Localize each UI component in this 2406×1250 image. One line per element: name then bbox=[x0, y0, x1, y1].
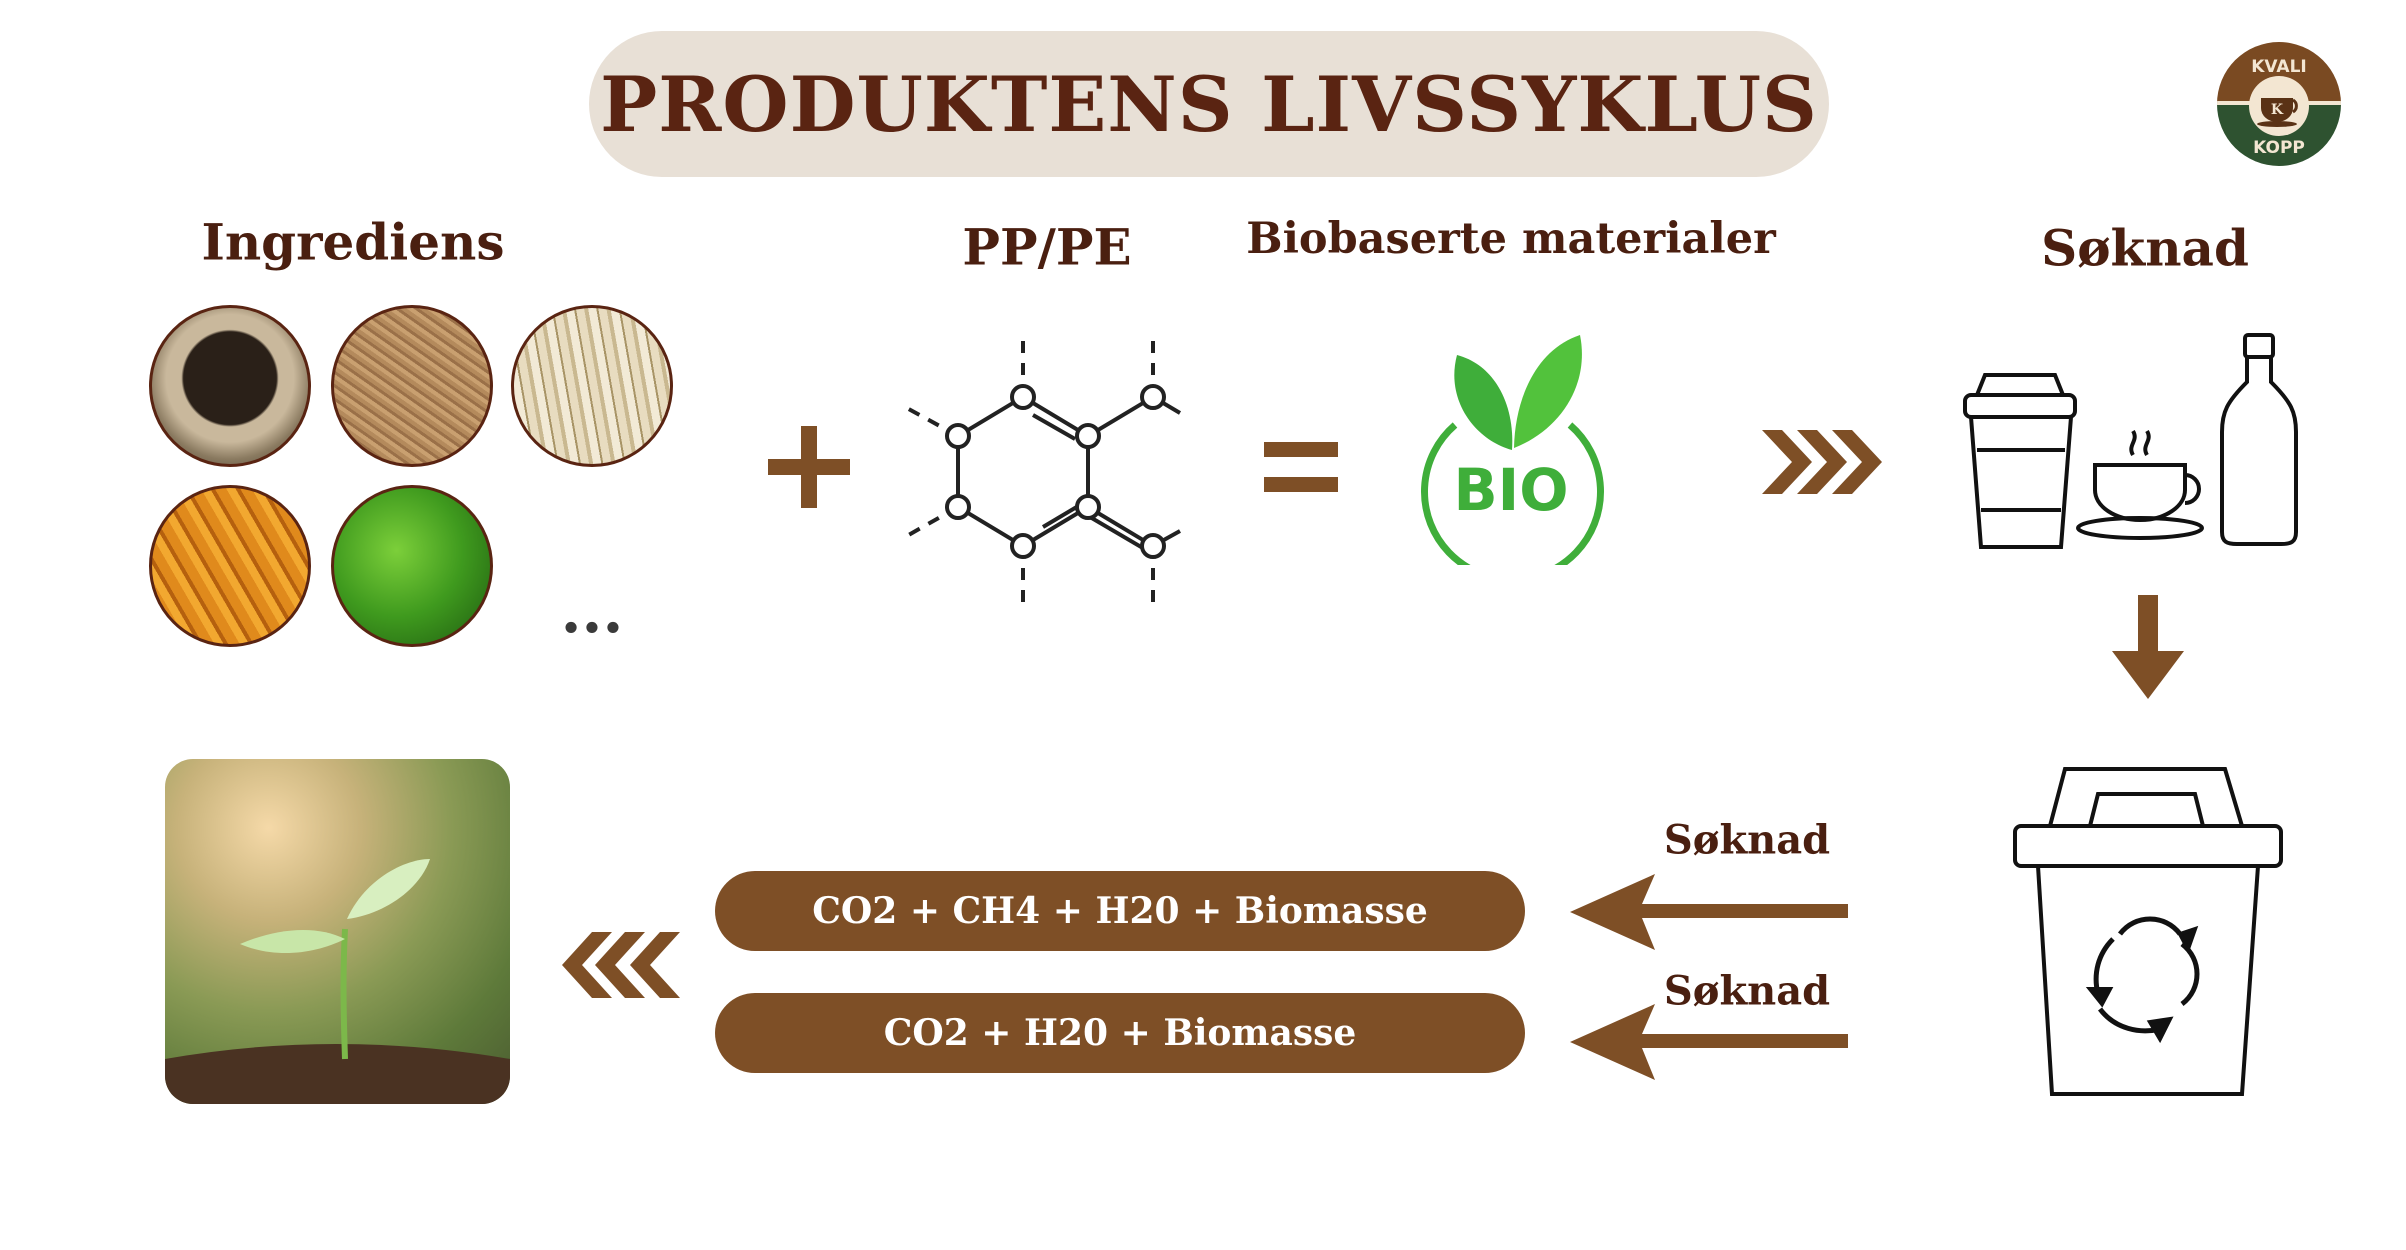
corn-image bbox=[149, 485, 311, 647]
decomposition-result-1: CO2 + CH4 + H20 + Biomasse bbox=[715, 871, 1525, 951]
pathway-label-2: Søknad bbox=[1663, 967, 1831, 1015]
seedling-image bbox=[165, 759, 510, 1104]
application-heading: Søknad bbox=[2041, 218, 2249, 278]
left-arrow-icon bbox=[1570, 1004, 1848, 1080]
logo-bottom-text: KOPP bbox=[2253, 138, 2305, 158]
tea-cup-icon bbox=[2076, 429, 2204, 540]
coffee-cup-icon bbox=[1963, 373, 2077, 549]
seaweed-image bbox=[331, 485, 493, 647]
back-chevrons-icon bbox=[562, 932, 680, 998]
bio-materials-heading: Biobaserte materialer bbox=[1246, 214, 1776, 264]
left-arrow-icon bbox=[1570, 874, 1848, 950]
logo-top-text: KVALI bbox=[2251, 57, 2307, 77]
bio-text: BIO bbox=[1453, 456, 1568, 524]
logo-center-letter: K bbox=[2271, 102, 2284, 118]
page-title: PRODUKTENS LIVSSYKLUS bbox=[600, 59, 1818, 149]
forward-chevrons-icon bbox=[1762, 430, 1882, 494]
wood-chips-image bbox=[331, 305, 493, 467]
recycle-bin-icon bbox=[2013, 767, 2283, 1096]
coffee-grounds-image bbox=[149, 305, 311, 467]
more-ingredients-ellipsis: ... bbox=[560, 577, 624, 647]
result-text: CO2 + CH4 + H20 + Biomasse bbox=[812, 890, 1428, 932]
bio-leaf-icon: BIO bbox=[1421, 335, 1604, 565]
title-banner: PRODUKTENS LIVSSYKLUS bbox=[589, 31, 1829, 177]
cups-and-bottle-icon bbox=[1963, 333, 2298, 549]
ingredients-heading: Ingrediens bbox=[201, 212, 505, 272]
pp-pe-heading: PP/PE bbox=[962, 217, 1132, 277]
bamboo-fiber-image bbox=[511, 305, 673, 467]
bottle-icon bbox=[2220, 333, 2298, 546]
decomposition-result-2: CO2 + H20 + Biomasse bbox=[715, 993, 1525, 1073]
equals-icon bbox=[1264, 442, 1338, 492]
kvali-kopp-logo: K KVALI KOPP bbox=[2217, 42, 2341, 166]
pathway-label-1: Søknad bbox=[1663, 816, 1831, 864]
molecule-icon bbox=[904, 335, 1182, 610]
plus-icon bbox=[768, 426, 850, 508]
down-arrow-icon bbox=[2112, 595, 2184, 699]
result-text: CO2 + H20 + Biomasse bbox=[883, 1012, 1357, 1054]
